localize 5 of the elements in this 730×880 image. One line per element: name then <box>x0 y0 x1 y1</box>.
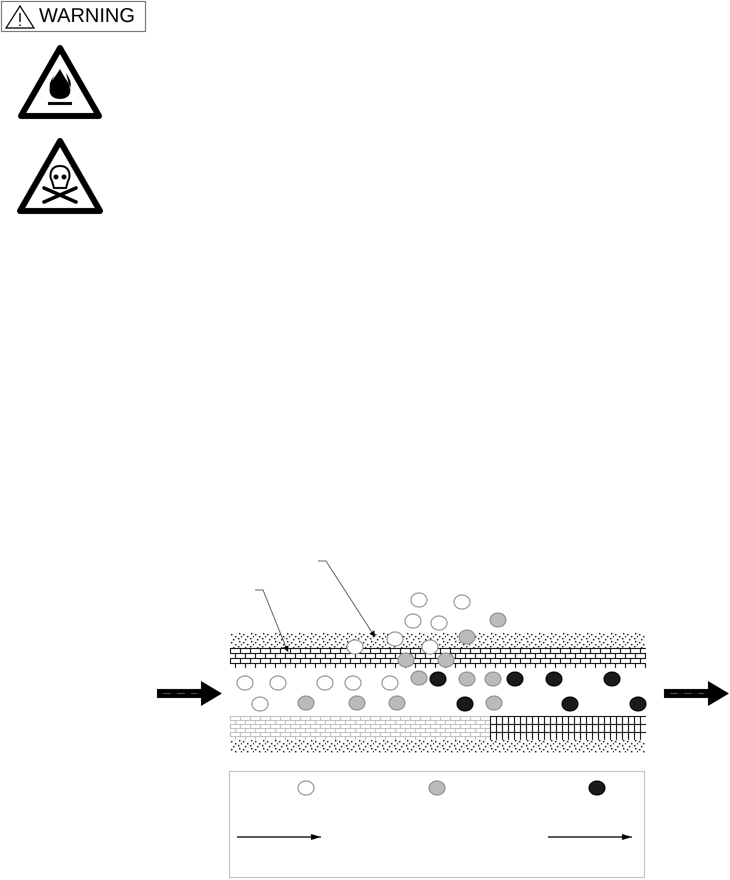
warning-text: WARNING <box>39 5 135 28</box>
brick-layer <box>230 648 646 668</box>
leader-line <box>254 590 289 652</box>
leader-line <box>318 560 376 638</box>
warning-label <box>1 1 146 32</box>
